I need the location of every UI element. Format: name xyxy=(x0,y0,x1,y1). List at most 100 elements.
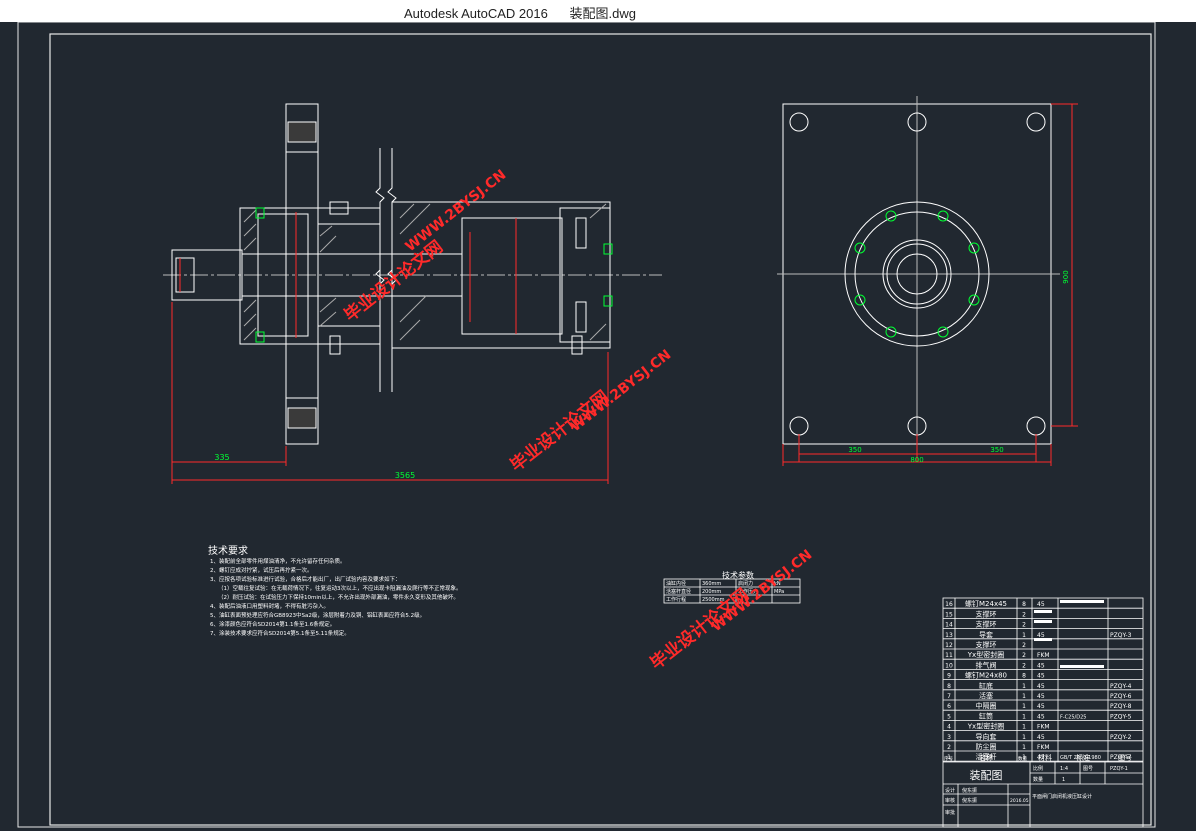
bom-cell-qty: 1 xyxy=(1022,744,1026,751)
tech-params-title: 技术参数 xyxy=(722,570,754,580)
bom-cell-name: 活塞 xyxy=(979,691,993,700)
bom-cell-qty: 1 xyxy=(1022,693,1026,700)
corner-hole xyxy=(789,416,809,436)
bom-cell-name: 支撑环 xyxy=(976,640,997,649)
watermark-en: WWW.2BYSJ.CN xyxy=(568,347,675,435)
approve-label: 审批 xyxy=(945,809,955,816)
bom-header-qty: 数量 xyxy=(1018,755,1027,762)
drawing-no-label: 图号 xyxy=(1083,766,1093,772)
bom-cell-no: 3 xyxy=(947,734,951,741)
section-view[interactable] xyxy=(163,103,662,445)
cylinder-head xyxy=(239,207,381,345)
param-cell: 2500mm xyxy=(702,597,725,603)
window-title-bar: Autodesk AutoCAD 2016 装配图.dwg xyxy=(0,0,1196,22)
dim-text-335: 335 xyxy=(214,453,229,462)
head-inner xyxy=(257,213,309,337)
bom-cell-qty: 2 xyxy=(1022,652,1026,659)
bom-cell-qty: 2 xyxy=(1022,611,1026,618)
bom-fill-bars xyxy=(1034,600,1104,668)
bom-cell-qty: 8 xyxy=(1022,601,1026,608)
bom-cell-mat: FKM xyxy=(1037,652,1050,659)
bom-header-name: 名称 xyxy=(979,753,993,762)
break-mark xyxy=(375,269,385,285)
tech-req-line: 6、涂漆颜色应符合SD2014第1.1条至1.6条规定。 xyxy=(210,620,335,628)
bom-cell-name: 导向套 xyxy=(976,732,997,741)
bolt xyxy=(603,295,613,307)
bottom-port xyxy=(575,217,587,249)
bolt xyxy=(255,331,265,343)
bom-cell-mat: 45 xyxy=(1037,754,1045,761)
bolt xyxy=(603,243,613,255)
dim-text-350-left: 350 xyxy=(848,446,861,454)
bom-cell-name: 中隔圈 xyxy=(976,701,997,710)
scale-value: 1:4 xyxy=(1060,766,1068,772)
tech-req-line: 5、油缸表面预处理应符合GB8923中Sa2级，涂层附着力及铜、铝缸表面应符合5… xyxy=(210,611,425,619)
param-cell: MPa xyxy=(774,589,784,595)
tech-req-line: 3、应按各项试验标准进行试验，合格后才能出厂，出厂试验内容及要求如下： xyxy=(210,575,401,583)
bom-cell-qty: 1 xyxy=(1022,724,1026,731)
dim-text-800: 800 xyxy=(910,456,923,464)
hatching xyxy=(243,209,257,341)
bom-cell-qty: 1 xyxy=(1022,754,1026,761)
bom-cell-no: 14 xyxy=(945,622,953,629)
designer: 倪东振 xyxy=(962,787,977,794)
bom-cell-no: 8 xyxy=(947,683,951,690)
tech-req-title: 技术要求 xyxy=(208,544,248,557)
param-cell: 油缸内径 xyxy=(666,580,686,587)
bom-cell-qty: 1 xyxy=(1022,632,1026,639)
bom-grid xyxy=(942,597,1144,828)
bom-cell-mat: FKM xyxy=(1037,724,1050,731)
bom-cell-no: 7 xyxy=(947,693,951,700)
bom-cell-name: 螺钉M24x80 xyxy=(965,671,1007,680)
bom-cell-mat: 45 xyxy=(1037,713,1045,720)
bolt-pitch-circle xyxy=(854,211,980,337)
tech-req-line: 7、涂装技术要求应符合SD2014第5.1条至5.11条规定。 xyxy=(210,629,350,637)
param-cell: 活塞杆直径 xyxy=(666,588,691,595)
bom-header-std: 标准 xyxy=(1076,753,1090,762)
bore-mid xyxy=(886,243,948,305)
bore-inner xyxy=(896,253,938,295)
bom-cell-name: Yx型密封圈 xyxy=(967,650,1004,659)
param-cell: 360mm xyxy=(702,581,721,587)
bom-cell-qty: 2 xyxy=(1022,662,1026,669)
side-view[interactable] xyxy=(777,96,1060,454)
bom-cell-qty: 8 xyxy=(1022,673,1026,680)
dim-text-900: 900 xyxy=(1062,270,1070,283)
bom-cell-name: 支撑环 xyxy=(976,609,997,618)
break-line-left xyxy=(375,148,385,392)
tech-req-line: 4、装配后油液口用塑料封堵，不得有脏污杂入。 xyxy=(210,602,329,610)
date: 2016.05 xyxy=(1010,798,1029,804)
tech-req-line: 1、装配前全部零件用煤油清净，不允许留存任何杂质。 xyxy=(210,557,346,565)
bom-cell-name: 缸筒 xyxy=(979,711,993,720)
watermark-en: WWW.2BYSJ.CN xyxy=(709,547,816,635)
bom-cell-qty: 1 xyxy=(1022,734,1026,741)
piston xyxy=(461,217,563,335)
bom-cell-qty: 2 xyxy=(1022,622,1026,629)
bom-cell-name: 螺钉M24x45 xyxy=(965,599,1007,608)
dim-text-3565: 3565 xyxy=(395,471,415,480)
outer-border xyxy=(17,22,1156,828)
tech-params: 技术参数 油缸内径 360mm 启闭力 kN 活塞杆直径 200mm 工作压力 … xyxy=(663,570,801,604)
break-line-right xyxy=(387,148,397,392)
mounting-flange xyxy=(285,103,319,445)
bolt xyxy=(255,207,265,219)
flange-bolt-bottom xyxy=(287,407,317,429)
bom-header-no: 序号 xyxy=(944,755,953,762)
watermark-cn: 毕业设计论文网 xyxy=(340,236,447,326)
rod-end xyxy=(171,249,243,301)
tech-req-line: （2）耐压试验：在试验压力下保持10min以上，不允许出现外部漏油，零件永久变形… xyxy=(218,593,459,601)
bom-cell-name: 活塞杆 xyxy=(976,752,997,761)
bom-cell-std: GB/T 2350-1980 xyxy=(1060,755,1101,761)
bom-cell-code: PZQY-4 xyxy=(1110,683,1132,690)
drawing-svg[interactable]: 335 3565 350 350 8 xyxy=(0,22,1196,831)
drawing-canvas[interactable]: 335 3565 350 350 8 xyxy=(0,22,1196,831)
dim-text-350-right: 350 xyxy=(990,446,1003,454)
bom-cell-no: 6 xyxy=(947,703,951,710)
param-cell: kN xyxy=(774,581,781,587)
corner-hole xyxy=(789,112,809,132)
tech-req-line: 2、螺钉应成对拧紧，试压后再拧紧一次。 xyxy=(210,566,313,574)
file-name: 装配图.dwg xyxy=(569,6,636,21)
air-valve xyxy=(329,335,341,355)
